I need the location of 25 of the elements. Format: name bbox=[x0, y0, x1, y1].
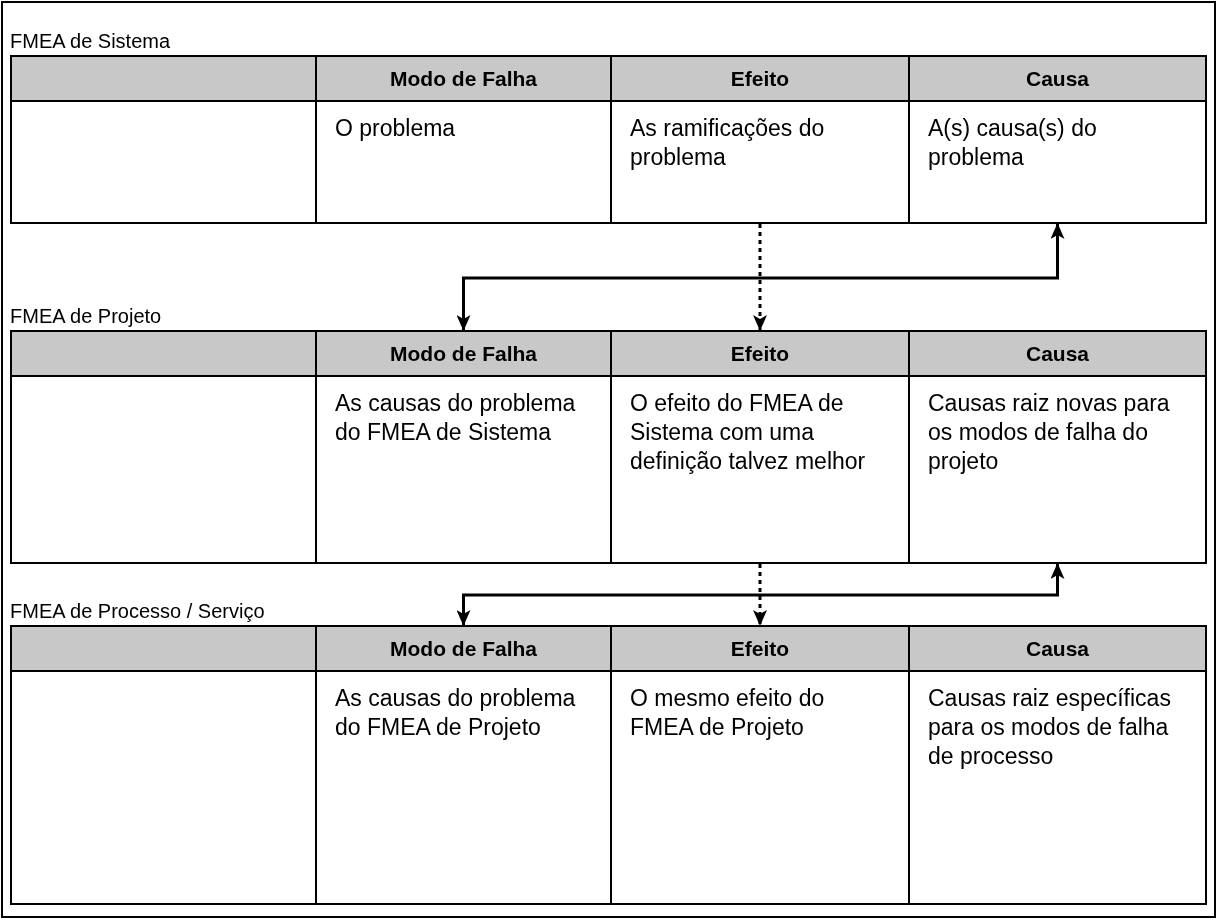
table-cell bbox=[10, 100, 317, 224]
column-header: Efeito bbox=[610, 625, 910, 672]
table-title: FMEA de Sistema bbox=[10, 30, 171, 53]
table-cell: Causas raiz novas para os modos de falha do projeto bbox=[908, 375, 1207, 564]
table-cell bbox=[10, 625, 317, 672]
column-header: Modo de Falha bbox=[315, 625, 612, 672]
column-header: Efeito bbox=[610, 330, 910, 377]
column-header: Causa bbox=[908, 55, 1207, 102]
table-cell bbox=[10, 55, 317, 102]
arrow bbox=[753, 564, 767, 626]
table-cell: Causas raiz específicas para os modos de falha de processo bbox=[908, 670, 1207, 905]
column-header: Modo de Falha bbox=[315, 55, 612, 102]
table-title: FMEA de Processo / Serviço bbox=[10, 600, 265, 623]
column-header: Modo de Falha bbox=[315, 330, 612, 377]
table-cell bbox=[10, 670, 317, 905]
table-cell bbox=[10, 375, 317, 564]
arrow bbox=[456, 563, 1065, 626]
table-cell bbox=[10, 330, 317, 377]
column-header: Efeito bbox=[610, 55, 910, 102]
column-header: Causa bbox=[908, 330, 1207, 377]
arrow bbox=[456, 223, 1065, 331]
arrow bbox=[753, 224, 767, 331]
table-cell: A(s) causa(s) do problema bbox=[908, 100, 1207, 224]
column-header: Causa bbox=[908, 625, 1207, 672]
table-title: FMEA de Projeto bbox=[10, 305, 162, 328]
